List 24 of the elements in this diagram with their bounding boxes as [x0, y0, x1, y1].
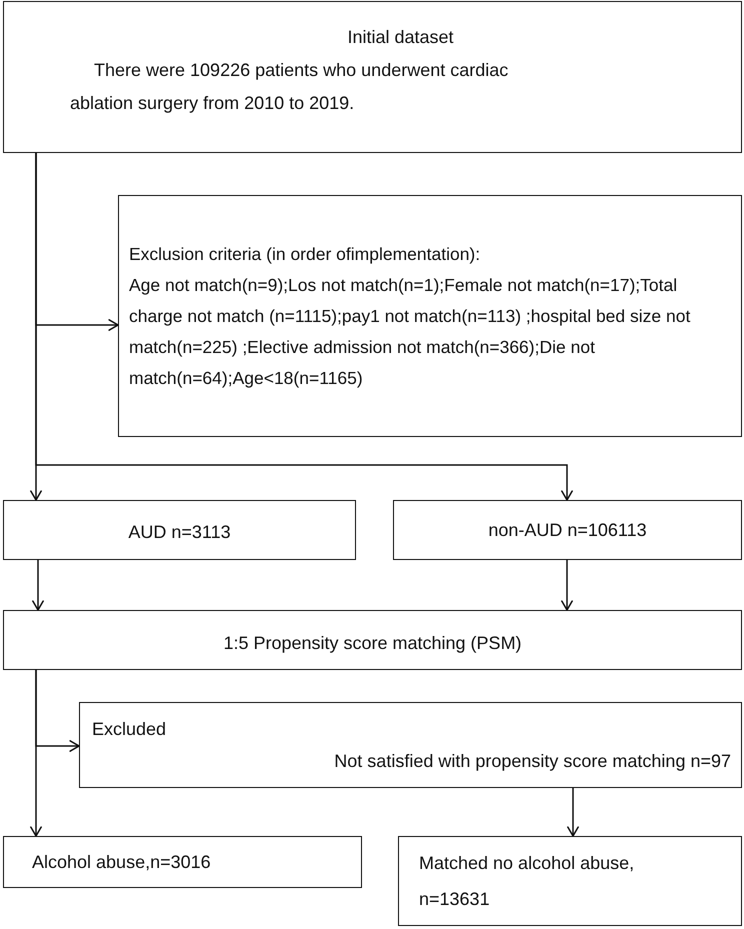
box-text: AUD n=3113 — [127, 521, 232, 544]
process-box — [79, 702, 742, 788]
process-box — [3, 610, 742, 670]
box-text: non-AUD n=106113 — [487, 519, 648, 542]
box-text: Alcohol abuse,n=3016 — [32, 851, 212, 874]
box-text: 1:5 Propensity score matching (PSM) — [222, 632, 523, 655]
box-heading: Excluded — [92, 718, 168, 741]
arrow — [566, 788, 580, 837]
process-box — [3, 836, 362, 888]
box-text: Matched no alcohol abuse, n=13631 — [419, 852, 636, 911]
box-text: Age not match(n=9);Los not match(n=1);Female not match(n=17);Total charge not match (n=1115);pay1 not match(n=113) ;hospital bed size not match(n=225) ;Elective admission not match(n=366);Die not match(n=64);Age<18(n=1165) — [129, 274, 692, 390]
box-text: There were 109226 patients who underwent cardiac ablation surgery from 2010 to 2019. — [70, 59, 510, 115]
process-box — [3, 500, 356, 560]
box-heading: Exclusion criteria (in order ofimplementation): — [129, 242, 482, 266]
process-box — [118, 195, 742, 437]
process-box — [398, 836, 742, 926]
arrow — [32, 560, 44, 611]
arrow — [30, 670, 42, 837]
process-box — [393, 500, 742, 560]
box-text: Not satisfied with propensity score matching n=97 — [333, 750, 731, 773]
process-box — [3, 1, 742, 153]
box-heading: Initial dataset — [346, 26, 455, 49]
arrow — [560, 560, 574, 611]
arrow — [35, 153, 574, 501]
